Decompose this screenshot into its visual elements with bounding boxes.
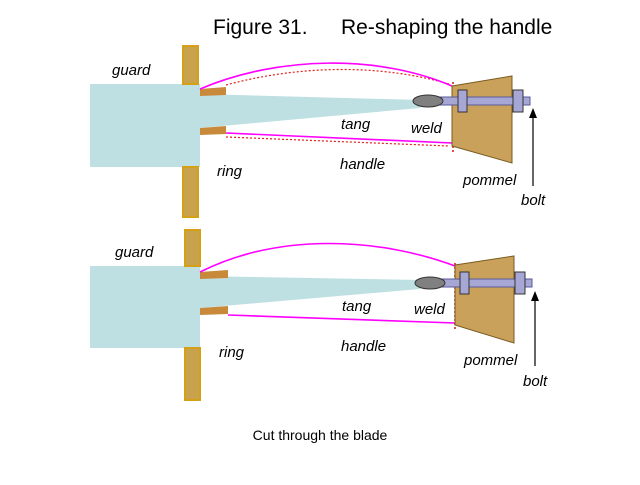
bottom-diagram: [90, 229, 539, 401]
handle-lower-outline-top: [225, 132, 453, 144]
top-diagram: [90, 45, 537, 218]
ring-upper-bottom: [200, 270, 228, 279]
ring-lower-bottom: [200, 306, 228, 315]
handle-lower-outline-bottom: [227, 314, 456, 324]
label-pommel-top: pommel: [463, 172, 517, 189]
label-handle-bottom: handle: [341, 338, 387, 355]
bolt-nut-right-top: [512, 89, 524, 113]
bolt-nut-left-top: [457, 89, 468, 113]
blade-bottom: [90, 266, 420, 348]
guard-lower-bottom: [184, 347, 201, 401]
handle-outline-top: [199, 62, 453, 90]
bolt-nut-right-bottom: [514, 271, 526, 295]
label-tang-top: tang: [341, 116, 371, 133]
ring-lower-top: [200, 126, 226, 135]
bolt-arrow-head-bottom: [531, 291, 539, 301]
label-guard-bottom: guard: [115, 244, 154, 261]
pommel-top: [451, 75, 513, 164]
figure-caption: Cut through the blade: [252, 427, 388, 443]
figure-title: Re-shaping the handle: [341, 16, 553, 39]
figure-number: Figure 31.: [213, 16, 308, 39]
label-ring-bottom: ring: [219, 344, 245, 361]
label-handle-top: handle: [340, 156, 386, 173]
bolt-arrow-head-top: [529, 108, 537, 118]
label-weld-top: weld: [411, 120, 442, 137]
label-bolt-top: bolt: [521, 192, 546, 209]
blade-top: [90, 84, 420, 167]
label-guard-top: guard: [112, 62, 151, 79]
weld-top: [412, 94, 444, 108]
guard-lower-top: [182, 166, 199, 218]
label-ring-top: ring: [217, 163, 243, 180]
weld-bottom: [414, 276, 446, 290]
label-pommel-bottom: pommel: [464, 352, 518, 369]
original-handle-bottom-top: [225, 136, 450, 147]
label-bolt-bottom: bolt: [523, 373, 548, 390]
original-handle-outline-top: [225, 68, 450, 86]
bolt-nut-left-bottom: [459, 271, 470, 295]
guard-upper-bottom: [184, 229, 201, 267]
guard-upper-top: [182, 45, 199, 85]
label-tang-bottom: tang: [342, 298, 372, 315]
handle-outline-bottom: [199, 242, 456, 273]
ring-upper-top: [200, 87, 226, 96]
pommel-bottom: [454, 255, 515, 344]
label-weld-bottom: weld: [414, 301, 445, 318]
